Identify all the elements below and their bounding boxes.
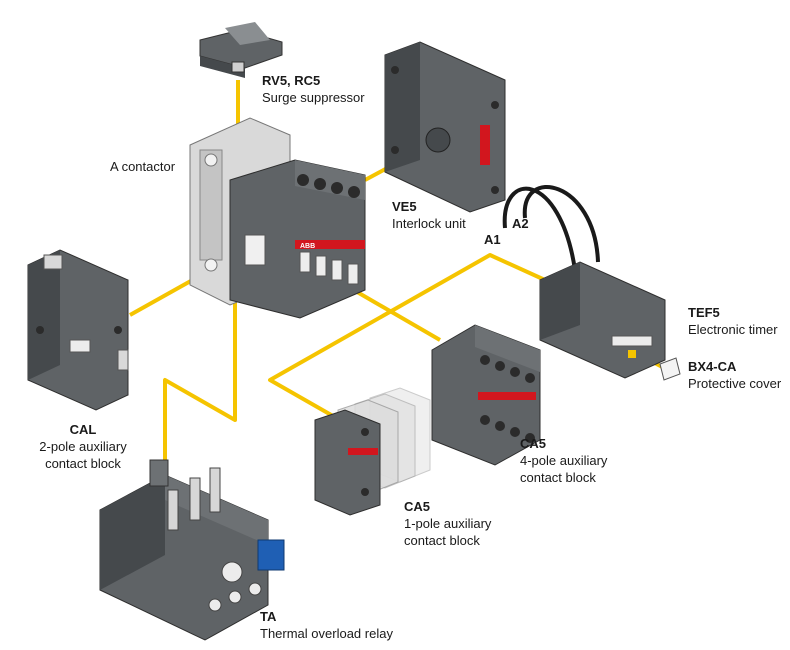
ve5-desc: Interlock unit	[392, 216, 466, 231]
cal-label: CAL 2-pole auxiliary contact block	[28, 421, 138, 472]
bx4-protective-cover	[659, 357, 681, 381]
ve5-code: VE5	[392, 199, 417, 214]
rv5-desc: Surge suppressor	[262, 90, 365, 105]
connector-ca5-1	[268, 253, 546, 422]
cal-auxiliary-block	[27, 249, 129, 411]
ca5-1-label: CA5 1-pole auxiliary contact block	[404, 498, 491, 549]
ca5-4-desc-2: contact block	[520, 470, 596, 485]
ta-desc: Thermal overload relay	[260, 626, 393, 641]
wire-label-a1: A1	[484, 232, 501, 247]
bx4-desc: Protective cover	[688, 376, 782, 391]
ca5-1-desc-2: contact block	[404, 533, 480, 548]
rv5-label: RV5, RC5 Surge suppressor	[262, 72, 365, 106]
rv5-surge-suppressor	[199, 22, 283, 78]
connector-ca5-4	[343, 283, 442, 342]
tef5-code: TEF5	[688, 305, 720, 320]
connector-ta	[163, 300, 237, 470]
cal-code: CAL	[69, 422, 97, 437]
ca5-4-code: CA5	[520, 436, 547, 451]
rv5-code: RV5, RC5	[262, 73, 321, 88]
ve5-interlock-unit	[384, 41, 506, 213]
ta-code: TA	[260, 609, 277, 624]
ca5-4-desc-1: 4-pole auxiliary	[520, 453, 608, 468]
wire-label-a2: A2	[512, 216, 529, 231]
ca5-1-pole-block	[314, 387, 431, 516]
a-contactor-desc: A contactor	[110, 159, 176, 174]
tef5-label: TEF5 Electronic timer	[688, 304, 778, 338]
tef5-electronic-timer	[502, 184, 666, 379]
ca5-4-pole-block	[431, 324, 541, 466]
abb-logo-contactor: ABB	[300, 243, 315, 250]
wire-a2	[522, 184, 600, 263]
a-contactor-label: A contactor	[110, 158, 175, 175]
tef5-desc: Electronic timer	[688, 322, 778, 337]
ta-thermal-overload-relay	[99, 459, 285, 641]
ve5-label: VE5 Interlock unit	[392, 198, 466, 232]
ca5-4-label: CA5 4-pole auxiliary contact block	[520, 435, 607, 486]
cal-desc-1: 2-pole auxiliary	[39, 439, 127, 454]
ca5-1-code: CA5	[404, 499, 431, 514]
ca5-1-desc-1: 1-pole auxiliary	[404, 516, 492, 531]
bx4-code: BX4-CA	[688, 359, 737, 374]
a-contactor: ABB	[189, 117, 366, 319]
ta-label: TA Thermal overload relay	[260, 608, 393, 642]
cal-desc-2: contact block	[45, 456, 121, 471]
bx4-label: BX4-CA Protective cover	[688, 358, 781, 392]
